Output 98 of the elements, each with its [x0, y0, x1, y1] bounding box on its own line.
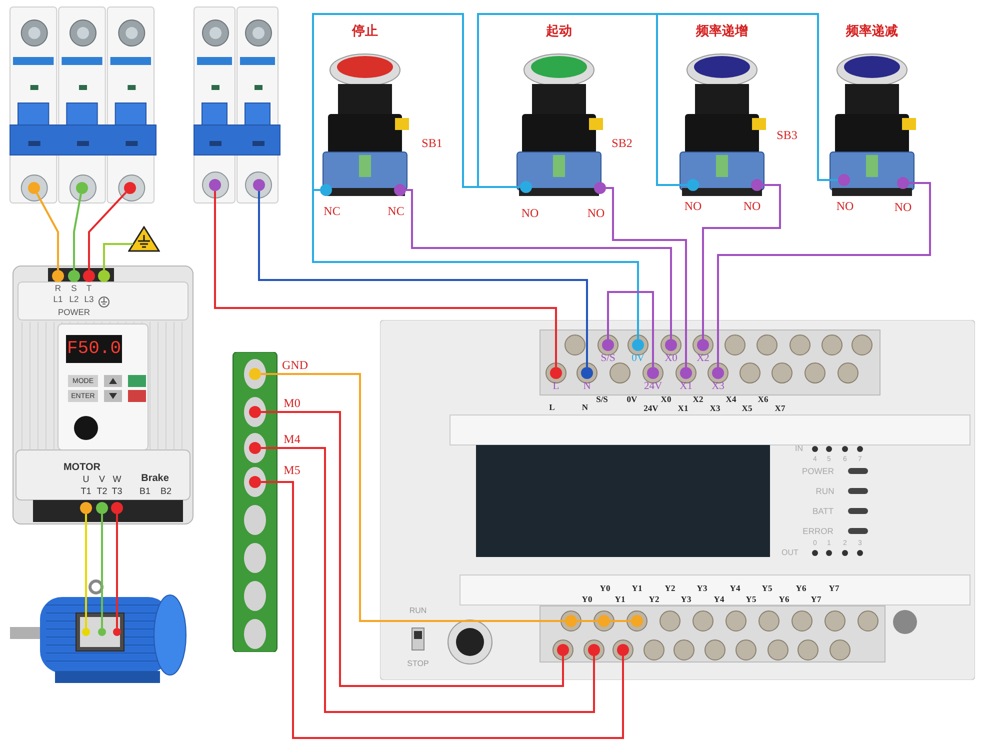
- wire: [610, 620, 631, 622]
- status-label: POWER: [802, 466, 834, 476]
- terminal-label: Y4: [714, 594, 724, 604]
- wire: [702, 184, 781, 339]
- wire: [312, 189, 639, 339]
- terminal-label: 24V: [644, 404, 658, 412]
- terminal-label: Brake: [141, 474, 169, 484]
- terminal-label: Y2: [664, 584, 676, 592]
- wire: [116, 514, 118, 628]
- terminal-label: T: [86, 284, 92, 292]
- terminal-label: X1: [678, 404, 688, 412]
- terminal-label: POWER: [58, 308, 90, 316]
- wire: [477, 13, 838, 188]
- button-caption: 停止: [352, 24, 378, 36]
- device-tag: SB3: [776, 129, 798, 141]
- button-caption: 起动: [546, 24, 572, 36]
- terminal-label: X5: [742, 404, 752, 412]
- wire: [103, 243, 133, 270]
- wire: [607, 291, 654, 367]
- terminal-label: Y1: [632, 584, 642, 592]
- terminal-label: X6: [758, 394, 768, 404]
- status-label: IN: [795, 445, 803, 453]
- terminal-label: X2: [696, 354, 710, 364]
- terminal-dot: [320, 184, 332, 196]
- terminal-label: N: [583, 382, 591, 392]
- display-readout: F50.0: [67, 340, 121, 358]
- contact-label: NO: [743, 200, 761, 212]
- terminal-label: X2: [692, 394, 704, 404]
- terminal-label: R: [54, 284, 62, 292]
- terminal-label: T1: [80, 486, 92, 496]
- terminal-label: Y4: [730, 584, 740, 592]
- wire: [406, 189, 672, 339]
- contact-label: NO: [836, 200, 854, 212]
- terminal-label: 24V: [644, 382, 662, 392]
- terminal-label: W: [112, 474, 122, 484]
- status-label: BATT: [812, 506, 834, 516]
- status-label: RUN: [816, 486, 834, 496]
- terminal-label: X0: [660, 394, 672, 404]
- contact-label: NO: [587, 207, 605, 219]
- button-caption: 频率递减: [846, 24, 898, 36]
- terminal-label: U: [82, 474, 90, 484]
- terminal-label: L: [552, 382, 560, 392]
- terminal-label: V: [99, 474, 105, 484]
- contact-label: NO: [684, 200, 702, 212]
- terminal-label: T3: [112, 486, 122, 496]
- contact-label: NC: [388, 205, 404, 217]
- wire: [577, 620, 598, 622]
- terminal-label: Y0: [600, 584, 610, 592]
- terminal-label: Y7: [828, 584, 840, 592]
- terminal-label: M4: [284, 433, 300, 445]
- terminal-label: Y6: [778, 594, 790, 604]
- terminal-label: B2: [160, 486, 172, 496]
- terminal-label: X0: [664, 354, 678, 364]
- wire: [85, 514, 87, 628]
- terminal-label: S/S: [600, 354, 616, 364]
- switch-label: STOP: [407, 660, 429, 668]
- terminal-label: X1: [680, 382, 692, 392]
- terminal-label: X4: [726, 394, 736, 404]
- terminal-label: X7: [774, 404, 786, 412]
- device-tag: SB1: [422, 137, 442, 149]
- terminal-label: X3: [710, 404, 720, 412]
- terminal-label: Y7: [810, 594, 822, 604]
- wire: [606, 187, 687, 367]
- terminal-label: X3: [712, 382, 724, 392]
- switch-label: RUN: [409, 607, 427, 615]
- terminal-label: Y5: [746, 594, 756, 604]
- terminal-label: M0: [284, 397, 300, 409]
- terminal-label: GND: [282, 359, 308, 371]
- terminal-label: L3: [84, 294, 94, 304]
- terminal-label: S/S: [596, 394, 608, 404]
- button-caption: 频率递增: [696, 24, 748, 36]
- terminal-label: Y2: [648, 594, 660, 604]
- terminal-label: Y6: [796, 584, 806, 592]
- status-label: ERROR: [802, 526, 834, 536]
- terminal-label: N: [582, 402, 588, 412]
- terminal-label: L: [549, 402, 555, 412]
- contact-label: NO: [521, 207, 539, 219]
- terminal-label: MOTOR: [63, 463, 101, 473]
- terminal-label: Y3: [680, 594, 692, 604]
- terminal-dot: [594, 182, 606, 194]
- terminal-label: B1: [140, 486, 150, 496]
- status-label: OUT: [782, 549, 798, 557]
- contact-label: NO: [894, 201, 912, 213]
- terminal-label: S: [71, 284, 77, 292]
- contact-label: NC: [324, 205, 340, 217]
- device-tag: SB2: [612, 137, 632, 149]
- terminal-label: Y1: [614, 594, 626, 604]
- wire: [717, 182, 931, 367]
- terminal-label: Y5: [762, 584, 772, 592]
- terminal-label: L2: [69, 294, 79, 304]
- terminal-label: Y0: [582, 594, 592, 604]
- terminal-label: T2: [96, 486, 108, 496]
- terminal-label: 0V: [632, 354, 644, 364]
- terminal-label: 0V: [626, 394, 638, 404]
- terminal-label: M5: [284, 464, 300, 476]
- wire: [101, 514, 103, 628]
- terminal-label: Y3: [696, 584, 708, 592]
- terminal-label: L1: [53, 294, 63, 304]
